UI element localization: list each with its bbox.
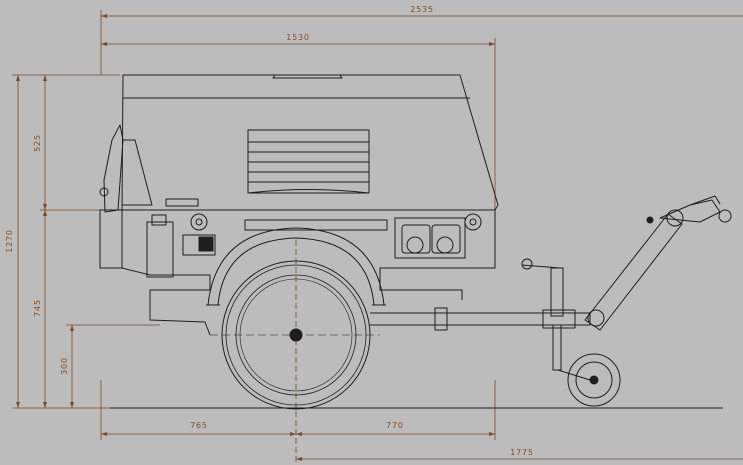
dim-body-top-height: 525: [33, 134, 42, 152]
dim-axle-to-rear: 770: [386, 421, 404, 430]
dim-ground-clearance: 300: [60, 357, 69, 375]
jockey-wheel: [521, 258, 621, 407]
drawbar: [370, 195, 732, 331]
compressor-body: [99, 74, 499, 336]
dim-overall-height: 1270: [5, 229, 14, 253]
dim-overall-length: 2535: [410, 5, 434, 14]
dim-lower-height: 745: [33, 299, 42, 317]
dimension-arrows: [16, 14, 495, 461]
dim-axle-to-hitch: 1775: [510, 448, 534, 457]
dim-front-to-axle: 765: [190, 421, 208, 430]
dim-body-length: 1530: [286, 33, 310, 42]
mudguard: [206, 227, 386, 306]
dimension-labels: 2535 1530 1270 525 745 300 765 770 1775: [5, 5, 534, 457]
